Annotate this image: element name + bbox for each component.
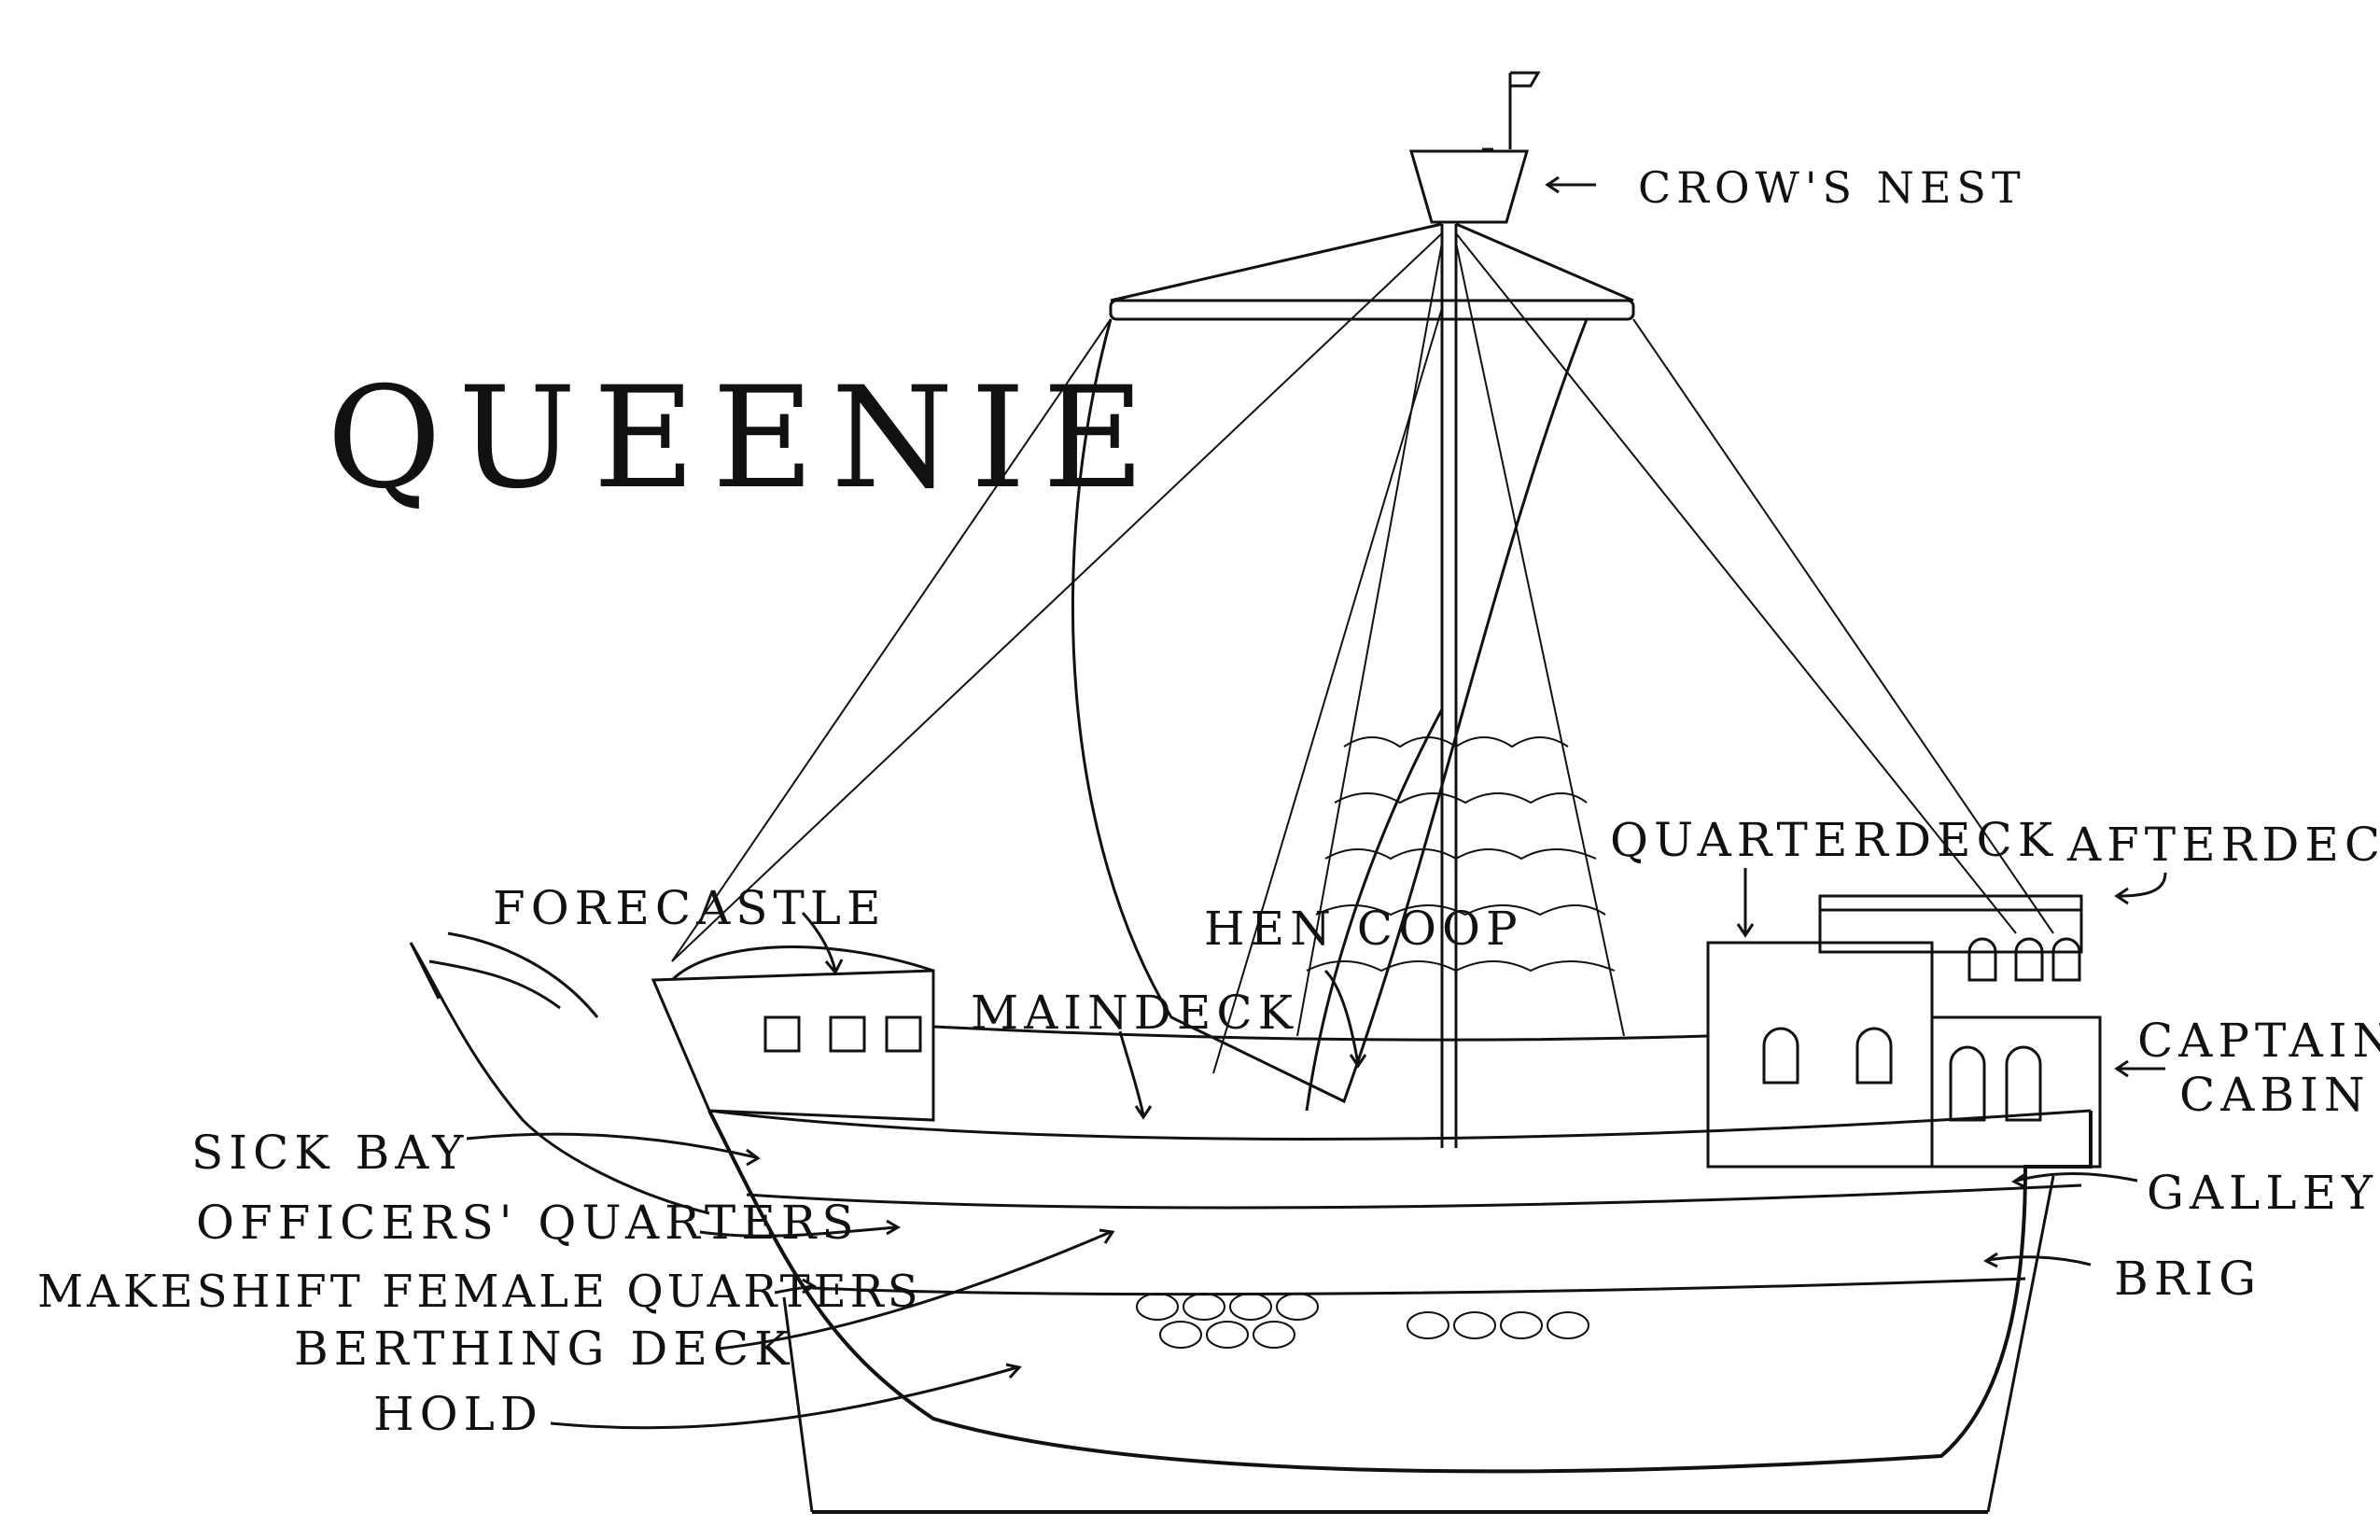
captains-cabin-arrow [2114,1059,2165,1078]
officers-quarters-arrow [699,1219,901,1238]
label-hen-coop: HEN COOP [1204,902,1523,956]
ship-title: QUEENIE [327,357,1162,520]
main-sail [1071,318,1589,1104]
crows-nest-basket [1409,149,1529,224]
label-captains-cabin-line2: CABIN [2179,1068,2371,1122]
hen-coop-arrow [1323,969,1367,1069]
quarterdeck-arrow [1736,868,1755,938]
label-hold: HOLD [373,1387,543,1441]
label-afterdeck: AFTERDECK [2067,818,2380,872]
label-sick-bay: SICK BAY [191,1126,469,1180]
label-brig: BRIG [2114,1252,2262,1306]
label-officers-quarters: OFFICERS' QUARTERS [196,1196,860,1250]
label-galley: GALLEY [2147,1166,2378,1220]
label-crows-nest: CROW'S NEST [1638,162,2026,213]
berthing-deck-arrow [718,1228,1115,1351]
afterdeck-arrow [2114,872,2167,905]
ratlines [1296,242,1625,1037]
forecastle-structure [651,945,935,1122]
label-berthing-deck: BERTHING DECK [294,1322,795,1376]
crows-nest-arrow [1545,175,1596,194]
brig-arrow [1983,1252,2092,1268]
label-forecastle: FORECASTLE [493,881,887,935]
label-quarterdeck: QUARTERDECK [1610,813,2059,867]
makeshift-female-quarters-arrow [774,1278,817,1295]
hold-arrow [550,1363,1022,1430]
yard [1109,222,1635,321]
rigging-stays [671,232,2054,1074]
label-arrows [466,175,2167,1430]
label-captains-cabin-line1: CAPTAIN'S [2137,1014,2380,1068]
maindeck-arrow [1118,1030,1153,1120]
deck-lines [708,1025,2092,1296]
hull [707,1110,2093,1474]
stern-structure [1706,894,2102,1169]
label-maindeck: MAINDECK [971,986,1299,1040]
mast [1440,71,1541,1148]
galley-arrow [2011,1172,2138,1189]
sick-bay-arrow [466,1132,761,1167]
forecastle-arrow [801,911,844,975]
sail-fold [1305,708,1444,1112]
barrels [1136,1293,1589,1349]
dragon-figurehead [409,931,710,1215]
label-makeshift-female-quarters: MAKESHIFT FEMALE QUARTERS [37,1266,922,1318]
